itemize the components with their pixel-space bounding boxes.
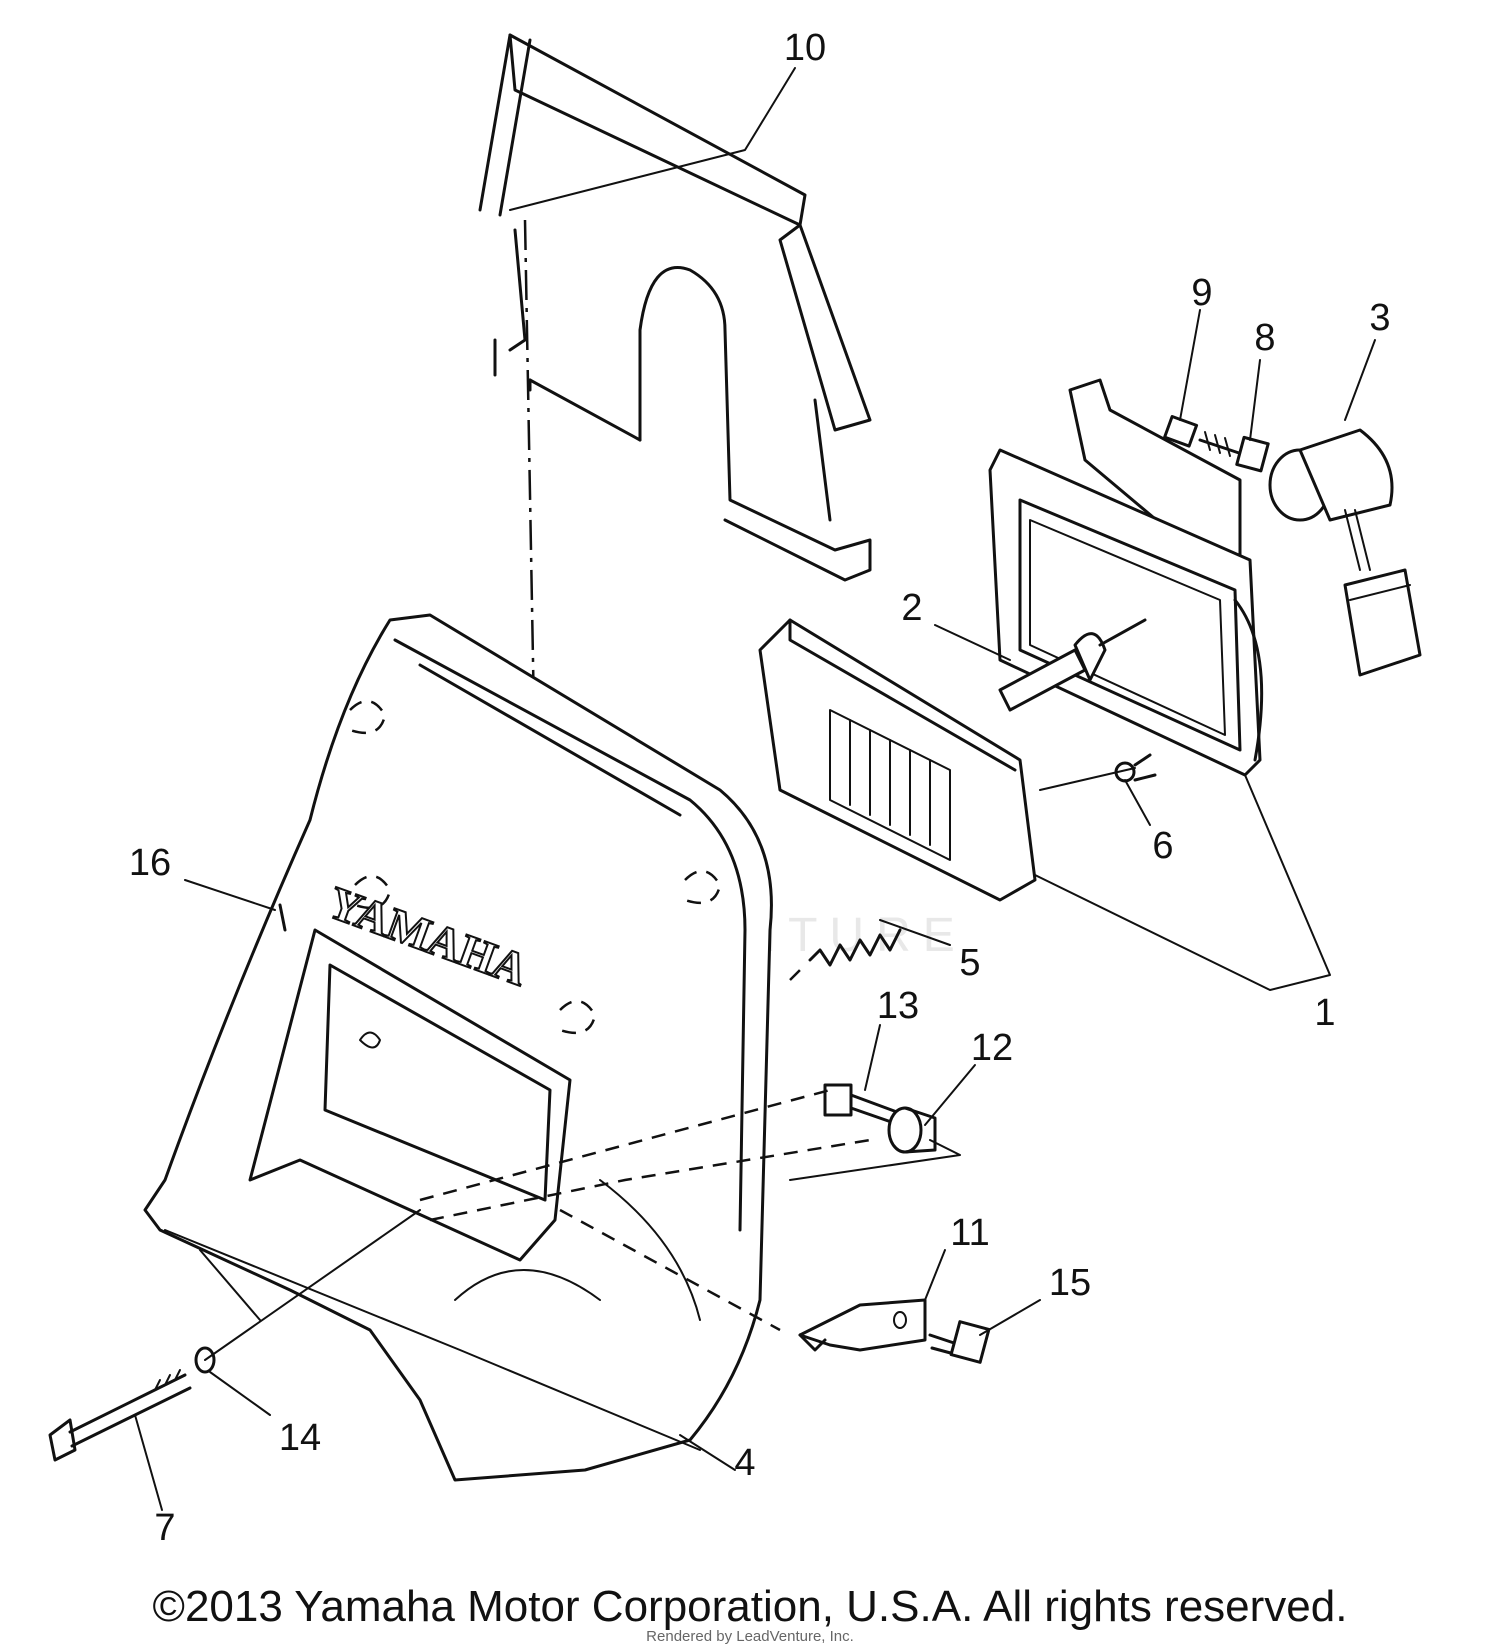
callout-6: 6	[1152, 825, 1173, 867]
part-9-nut[interactable]	[1163, 414, 1199, 448]
callout-3: 3	[1369, 297, 1390, 339]
callout-1: 1	[1314, 992, 1335, 1034]
callout-8: 8	[1254, 317, 1275, 359]
part-8-screw[interactable]	[1198, 431, 1270, 473]
part-2-bulb[interactable]	[998, 618, 1147, 712]
callout-2: 2	[901, 587, 922, 629]
callout-16: 16	[129, 842, 171, 884]
callout-12: 12	[971, 1027, 1013, 1069]
part-7-long-bolt[interactable]	[48, 1369, 192, 1462]
callout-13: 13	[877, 985, 919, 1027]
callout-10: 10	[784, 27, 826, 69]
part-10-bracket[interactable]	[478, 33, 872, 582]
part-15-bolt[interactable]	[928, 1320, 991, 1364]
callout-7: 7	[154, 1507, 175, 1549]
copyright-notice: ©2013 Yamaha Motor Corporation, U.S.A. A…	[152, 1582, 1348, 1631]
headlight-lens[interactable]	[758, 618, 1037, 902]
callout-4: 4	[734, 1442, 755, 1484]
part-5-spring[interactable]	[808, 928, 902, 967]
part-1-headlight-housing[interactable]	[988, 378, 1264, 777]
part-12-collar[interactable]	[887, 1106, 937, 1154]
callout-5: 5	[959, 942, 980, 984]
callout-11: 11	[950, 1212, 989, 1254]
part-16-clip[interactable]	[278, 903, 287, 932]
part-11-clamp[interactable]	[798, 1298, 927, 1352]
callout-15: 15	[1049, 1262, 1091, 1304]
render-credit: Rendered by LeadVenture, Inc.	[646, 1628, 854, 1645]
part-3-socket-connector[interactable]	[1268, 428, 1422, 677]
dashed-assembly-lines	[419, 969, 871, 1332]
part-4-headlight-cowl[interactable]	[143, 613, 773, 1482]
part-6-grommet[interactable]	[1114, 753, 1157, 783]
leader-lines	[134, 67, 1376, 1511]
callout-9: 9	[1191, 272, 1212, 314]
callout-14: 14	[279, 1417, 321, 1459]
